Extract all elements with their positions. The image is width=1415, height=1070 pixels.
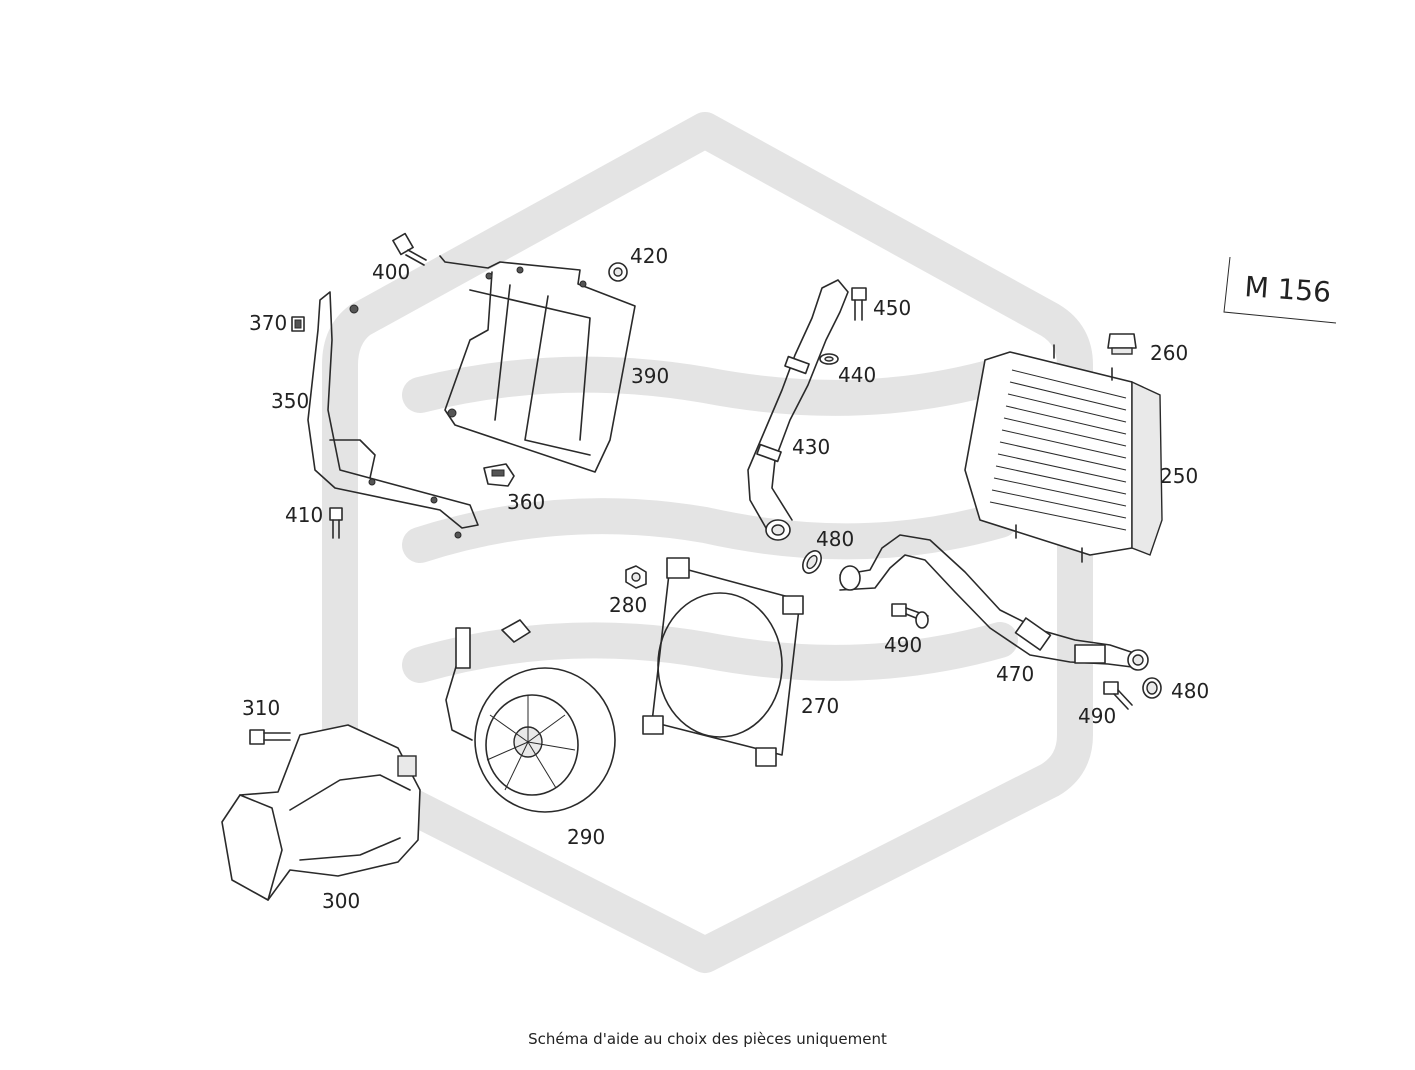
part-430-hose (747, 279, 849, 541)
callout-250: 250 (1160, 464, 1198, 488)
part-260-mount (1107, 333, 1137, 355)
callout-490-lower: 490 (1078, 704, 1116, 728)
part-450-bolt (851, 287, 867, 321)
callout-390: 390 (631, 364, 669, 388)
part-280-nut (625, 565, 647, 589)
part-470-hose (839, 534, 1149, 671)
part-250-radiator (964, 344, 1163, 563)
callout-410: 410 (285, 503, 323, 527)
part-300-duct (221, 724, 421, 901)
part-410-bolt (329, 507, 343, 539)
callout-360: 360 (507, 490, 545, 514)
callout-370: 370 (249, 311, 287, 335)
part-400-bolt (392, 232, 427, 266)
part-350-bracket (307, 291, 479, 539)
part-370-clip (291, 316, 305, 332)
part-420-nut (608, 262, 628, 282)
model-label: M 156 (1244, 270, 1333, 309)
callout-400: 400 (372, 260, 410, 284)
part-490-bolt-upper (891, 603, 929, 629)
callout-480-lower: 480 (1171, 679, 1209, 703)
callout-480-upper: 480 (816, 527, 854, 551)
callout-310: 310 (242, 696, 280, 720)
callout-350: 350 (271, 389, 309, 413)
callout-470: 470 (996, 662, 1034, 686)
callout-430: 430 (792, 435, 830, 459)
callout-450: 450 (873, 296, 911, 320)
part-490-bolt-lower (1103, 681, 1133, 710)
callout-300: 300 (322, 889, 360, 913)
callout-270: 270 (801, 694, 839, 718)
watermark-logo (322, 112, 1093, 973)
part-440-seal (819, 353, 839, 365)
callout-labels: 400 420 370 390 350 360 410 450 440 430 … (242, 244, 1209, 913)
part-290-fan (445, 619, 616, 813)
part-390-cover (439, 255, 636, 473)
callout-440: 440 (838, 363, 876, 387)
callout-260: 260 (1150, 341, 1188, 365)
part-270-shroud (642, 557, 804, 767)
callout-290: 290 (567, 825, 605, 849)
callout-420: 420 (630, 244, 668, 268)
callout-280: 280 (609, 593, 647, 617)
footer-caption: Schéma d'aide au choix des pièces unique… (528, 1030, 887, 1048)
callout-490-upper: 490 (884, 633, 922, 657)
part-480-seal-upper (802, 550, 822, 574)
part-310-bolt (249, 729, 291, 745)
part-480-seal-lower (1142, 677, 1162, 699)
model-label-box: M 156 (1223, 256, 1337, 324)
part-360-clip (483, 463, 515, 487)
